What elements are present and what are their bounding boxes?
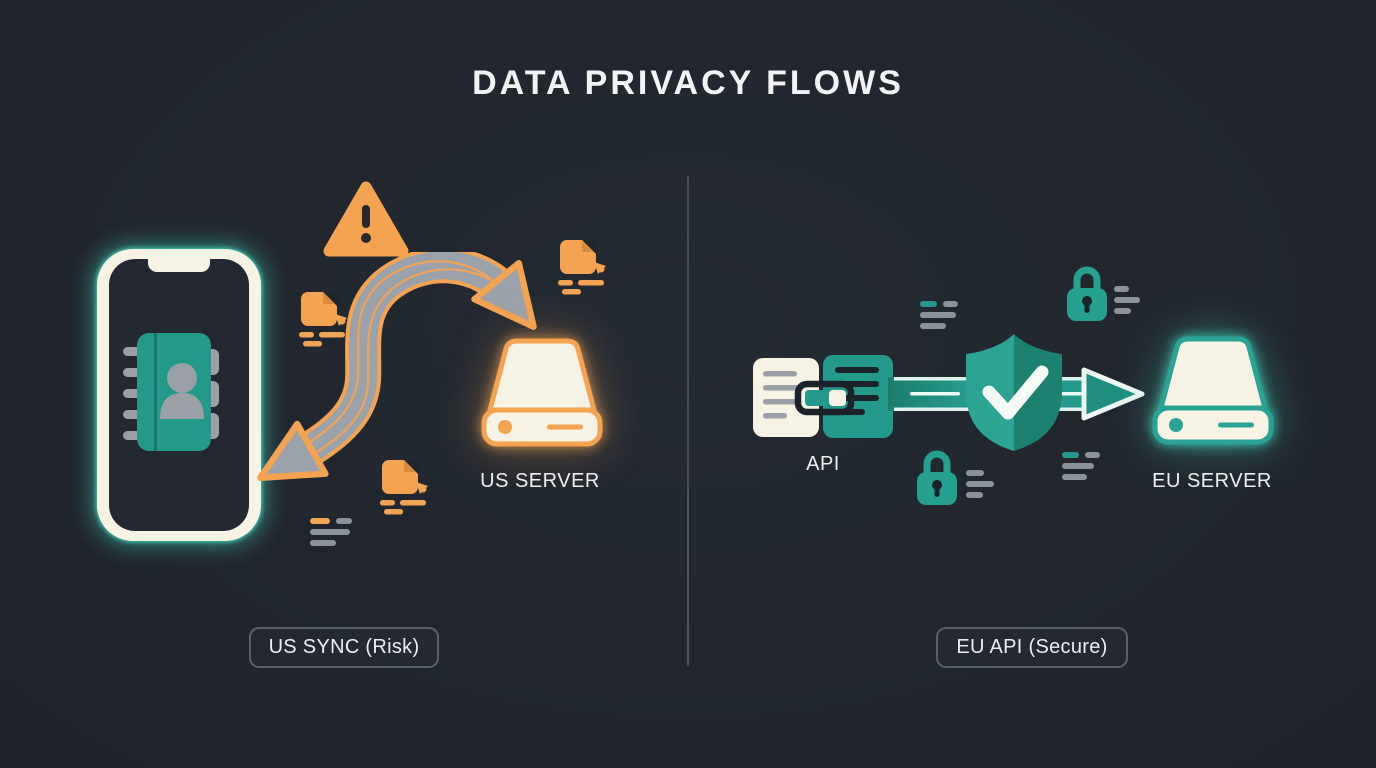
smartphone-icon [97, 249, 261, 541]
phone-screen [109, 259, 249, 531]
eu-server-icon [1152, 336, 1274, 445]
us-server-label: US SERVER [480, 470, 600, 492]
page-title: DATA PRIVACY FLOWS [472, 64, 904, 102]
us-server-icon [481, 338, 603, 447]
document-icon [380, 460, 428, 515]
contacts-book-icon [123, 333, 219, 451]
shield-check-icon [966, 334, 1062, 451]
phone-notch [148, 259, 210, 272]
data-lines-icon [310, 518, 352, 546]
data-lines-icon [1062, 452, 1100, 480]
sync-arrows-icon [257, 252, 537, 482]
padlock-icon [1067, 266, 1107, 321]
eu-api-secure-badge: EU API (Secure) [936, 627, 1128, 668]
data-lines-icon [920, 301, 958, 329]
document-icon [299, 292, 347, 347]
padlock-icon [917, 450, 957, 505]
api-label: API [806, 453, 840, 475]
api-link-icon [753, 355, 893, 438]
us-sync-risk-badge: US SYNC (Risk) [248, 627, 440, 668]
data-lines-icon [1114, 286, 1140, 314]
document-icon [558, 240, 606, 295]
panel-divider [687, 176, 689, 666]
data-lines-icon [966, 470, 994, 498]
eu-server-label: EU SERVER [1152, 470, 1272, 492]
right-caption-row: EU API (Secure) [688, 627, 1376, 668]
warning-triangle-icon [323, 181, 409, 257]
left-caption-row: US SYNC (Risk) [0, 627, 688, 668]
